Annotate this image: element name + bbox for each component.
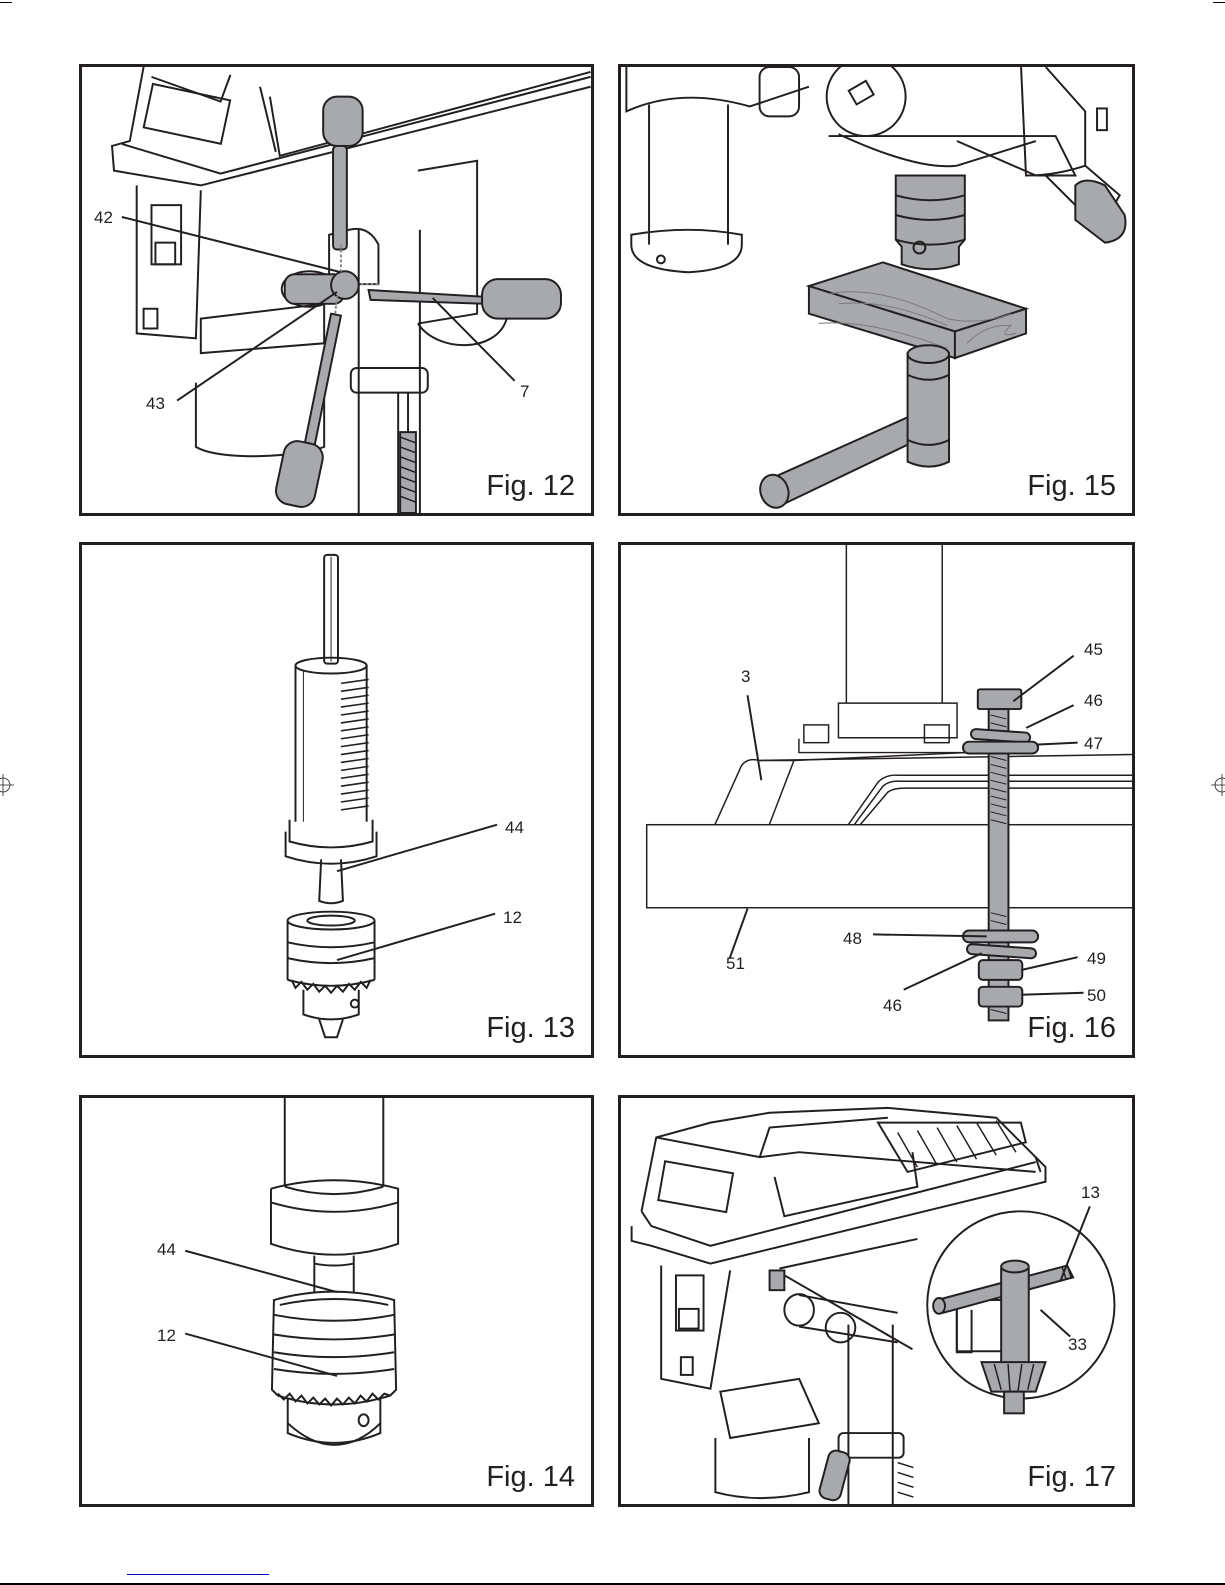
callout-12: 12 — [157, 1326, 176, 1345]
callout-12: 12 — [503, 908, 522, 927]
figure-label-17: Fig. 17 — [1027, 1461, 1116, 1493]
callout-44: 44 — [505, 818, 524, 837]
crop-mark-top-right — [1213, 2, 1225, 3]
figure-panel-17: 13 33 Fig. 17 — [618, 1095, 1135, 1507]
callout-49: 49 — [1087, 949, 1106, 968]
figure-label-13: Fig. 13 — [486, 1012, 575, 1044]
callout-3: 3 — [741, 667, 751, 686]
figure-panel-15: Fig. 15 — [618, 64, 1135, 516]
figure-label-15: Fig. 15 — [1027, 470, 1116, 502]
figure-label-16: Fig. 16 — [1027, 1012, 1116, 1044]
callout-33: 33 — [1068, 1335, 1087, 1354]
callout-50: 50 — [1087, 986, 1106, 1005]
callout-45: 45 — [1084, 640, 1103, 659]
callout-13: 13 — [1081, 1183, 1100, 1202]
callout-44: 44 — [157, 1240, 176, 1259]
callout-43: 43 — [146, 394, 165, 413]
drill-press-feed-handles-illustration — [110, 67, 591, 513]
callout-47: 47 — [1084, 734, 1103, 753]
figure-panel-13: 44 12 Fig. 13 — [79, 542, 594, 1058]
callout-42: 42 — [94, 208, 113, 227]
registration-mark-right — [1211, 774, 1225, 796]
spindle-arbor-chuck-exploded-illustration — [284, 553, 498, 1039]
callout-46-bottom: 46 — [883, 996, 902, 1015]
figure-panel-16: 45 46 47 3 48 51 49 46 50 Fig. 16 — [618, 542, 1135, 1058]
figure-panel-12: 42 43 7 Fig. 12 — [79, 64, 594, 516]
crop-mark-top-left — [0, 2, 12, 3]
chuck-key-storage-illustration — [630, 1106, 1116, 1504]
chuck-wood-block-mallet-illustration — [625, 67, 1127, 509]
base-bench-mounting-illustration — [645, 545, 1132, 1022]
arbor-in-chuck-assembled-illustration — [184, 1098, 400, 1446]
callout-51: 51 — [726, 954, 745, 973]
figure-label-12: Fig. 12 — [486, 470, 575, 502]
figure-label-14: Fig. 14 — [486, 1461, 575, 1493]
figure-panel-14: 44 12 Fig. 14 — [79, 1095, 594, 1507]
callout-48: 48 — [843, 929, 862, 948]
callout-7: 7 — [520, 382, 530, 401]
page-bottom-rule — [0, 1583, 1225, 1585]
registration-mark-left — [0, 774, 14, 796]
callout-46-top: 46 — [1084, 691, 1103, 710]
footer-hyperlink-underline[interactable] — [127, 1574, 269, 1575]
